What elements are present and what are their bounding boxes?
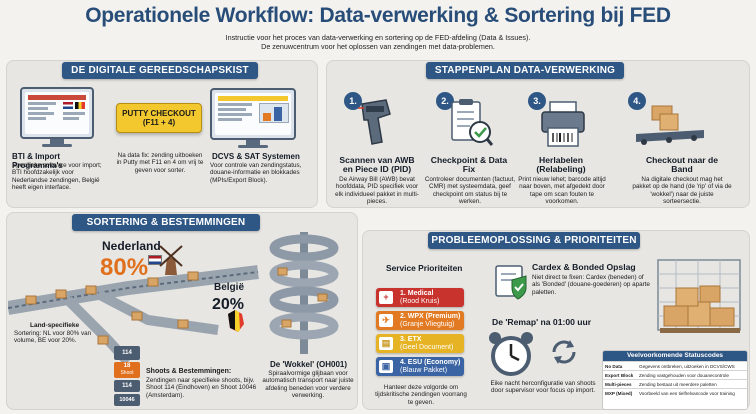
nl-percentage: 80%	[100, 254, 149, 281]
priority-etx[interactable]: ▤ 3. ETX (Geel Document)	[376, 334, 464, 353]
step-1-title: Scannen van AWB en Piece ID (PID)	[339, 155, 415, 175]
dcvs-title: DCVS & SAT Systemen	[212, 152, 300, 161]
shoot-chute-10046[interactable]: 10046	[114, 394, 140, 406]
cardex-title: Cardex & Bonded Opslag	[532, 262, 636, 272]
wokkel-text: Spiraalvormige glijbaan voor automatisch…	[262, 370, 354, 400]
priority-esu-sub: (Blauw Pakket)	[400, 367, 448, 374]
dcvs-text: Voor controle van zendingstatus, douane-…	[210, 162, 302, 184]
shoot-chute-114-a[interactable]: 114	[114, 346, 140, 360]
package-icon: ▣	[379, 360, 393, 373]
medical-cross-icon: +	[379, 291, 393, 304]
shoot-chute-114-b[interactable]: 114	[114, 380, 140, 392]
conveyor-belt-icon	[634, 104, 706, 148]
bti-monitor-base	[42, 144, 72, 147]
step-3-text: Print nieuw lehet; barcode altijd naar b…	[518, 176, 606, 206]
wokkel-title: De 'Wokkel' (OH001)	[270, 360, 348, 369]
priority-etx-sub: (Geel Document)	[400, 344, 454, 351]
step-4-text: Na digitale checkout mag het pakket op d…	[632, 176, 732, 206]
subtitle-line-1: Instructie voor het proces van data-verw…	[225, 33, 531, 42]
airplane-icon: ✈	[379, 314, 393, 327]
document-icon: ▤	[379, 337, 393, 350]
nl-flag-icon	[148, 255, 162, 265]
label-printer-icon	[540, 100, 586, 148]
subtitle-line-2: De zenuwcentrum voor het oplossen van ze…	[261, 42, 495, 51]
dcvs-monitor-icon	[210, 88, 296, 140]
step-3-title: Herlabelen (Relabeling)	[536, 155, 586, 175]
priority-wpx-sub: (Granje Vliegtuig)	[400, 321, 455, 328]
shoots-title: Shoots & Bestemmingen:	[146, 368, 232, 375]
wokkel-spiral-chute-icon	[268, 228, 340, 356]
service-priorities-title: Service Prioriteiten	[386, 263, 463, 273]
remap-text: Eike nacht herconfiguratie van shoots do…	[490, 380, 596, 395]
be-percentage: 20%	[212, 296, 245, 313]
barcode-scanner-icon	[356, 96, 396, 146]
cardex-text: Niet direct te fixen: Cardex (beneden) o…	[532, 274, 650, 296]
windmill-icon	[158, 244, 184, 276]
be-map-icon	[226, 308, 246, 334]
dcvs-monitor-base	[238, 145, 268, 148]
checklist-clipboard-icon	[446, 98, 494, 148]
priority-wpx-label: 2. WPX (Premium)	[400, 313, 461, 320]
page-title: Operationele Workflow: Data-verwerking &…	[85, 4, 671, 27]
step-2-title: Checkpoint & Data Fix	[430, 155, 508, 175]
status-codes-title: Veelvoorkomende Statuscodes	[603, 351, 747, 361]
priority-esu[interactable]: ▣ 4. ESU (Economy) (Blauw Pakket)	[376, 357, 464, 376]
service-priorities-text: Hanteer deze volgorde om tijdskritische …	[375, 384, 467, 406]
putty-label: PUTTY CHECKOUT	[122, 109, 196, 118]
bti-monitor-stand	[50, 139, 64, 144]
putty-keys: (F11 + 4)	[142, 118, 176, 127]
bonded-shield-icon	[494, 262, 530, 302]
step-3-number: 3.	[528, 92, 546, 110]
status-code: No Data	[603, 361, 637, 371]
priority-medical-label: 1. Medical	[400, 290, 434, 297]
status-description: Zending vastgehouden voor douanecontrole	[637, 370, 747, 380]
shoot-18-sub: Shoot	[120, 370, 134, 376]
status-description: Zending bestaat uit meerdere paletten	[637, 379, 747, 389]
problems-banner: PROBLEEMOPLOSSING & PRIORITEITEN	[428, 232, 640, 249]
nl-label: Nederland	[102, 239, 161, 253]
page-subtitle: Instructie voor het proces van data-verw…	[0, 33, 756, 51]
priority-medical-sub: (Rood Kruis)	[400, 298, 440, 305]
land-specific-title: Land-specifieke	[30, 322, 80, 329]
shoot-chute-18[interactable]: 18 Shoot	[114, 362, 140, 378]
land-specific-text: Sortering: NL voor 80% van volume, BE vo…	[14, 330, 92, 345]
shoot-18-number: 18	[123, 363, 131, 369]
putty-checkout-button[interactable]: PUTTY CHECKOUT (F11 + 4)	[116, 103, 202, 133]
dcvs-monitor-stand	[246, 140, 260, 145]
status-description: Voorbeeld van een tielfrelvancode voor t…	[637, 388, 747, 398]
table-row: MXP (Mixed)Voorbeeld van een tielfrelvan…	[603, 388, 747, 398]
step-1-text: De Airway Bill (AWB) bevat hoofddata, PI…	[335, 176, 419, 206]
tools-banner: DE DIGITALE GEREEDSCHAPSKIST	[62, 62, 258, 79]
step-2-number: 2.	[436, 92, 454, 110]
alarm-clock-icon	[486, 330, 536, 378]
bonded-storage-cage-icon	[654, 254, 744, 336]
priority-etx-label: 3. ETX	[400, 336, 422, 343]
step-1-number: 1.	[344, 92, 362, 110]
be-label: België	[214, 282, 245, 293]
status-code: Export Block	[603, 370, 637, 380]
step-2-text: Controleer documenten (factuut, CMR) met…	[424, 176, 516, 206]
shoots-text: Zendingen naar specifieke shoots, bijv. …	[146, 377, 257, 399]
priority-esu-label: 4. ESU (Economy)	[400, 359, 461, 366]
priority-medical[interactable]: + 1. Medical (Rood Kruis)	[376, 288, 464, 307]
sorting-banner: SORTERING & BESTEMMINGEN	[72, 214, 260, 231]
bti-text: Specifieke software voor import; BTI hoo…	[12, 162, 102, 192]
steps-banner: STAPPENPLAN DATA-VERWERKING	[426, 62, 624, 79]
priority-wpx[interactable]: ✈ 2. WPX (Premium) (Granje Vliegtuig)	[376, 311, 464, 330]
remap-arrows-icon	[548, 336, 580, 368]
bti-monitor-icon	[20, 87, 94, 139]
status-code: Multi-pieces	[603, 379, 637, 389]
step-4-title: Checkout naar de Band	[645, 155, 719, 175]
status-code: MXP (Mixed)	[603, 388, 637, 398]
bti-title: BTI & Import Programma's	[12, 152, 63, 171]
status-description: Gegevens ontbreken, uitzoeken in DCVS/CW…	[637, 361, 747, 371]
remap-title: De 'Remap' na 01:00 uur	[492, 317, 592, 327]
step-4-number: 4.	[628, 92, 646, 110]
putty-text: Na data fix: zending uitboeken in Putty …	[116, 152, 204, 174]
